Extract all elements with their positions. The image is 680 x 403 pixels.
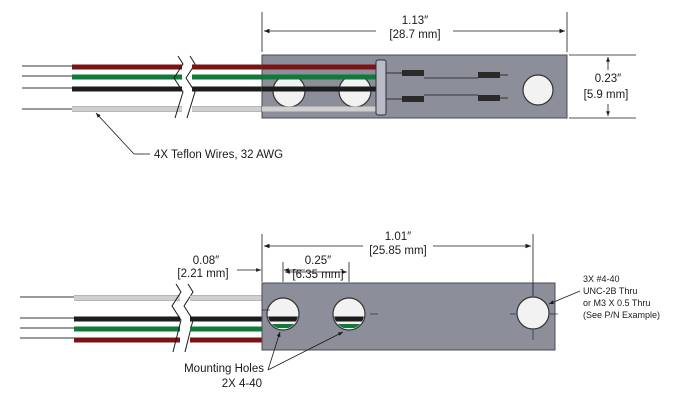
hole-span-inch-label: 1.01″ bbox=[385, 231, 411, 243]
mounting-holes-title: Mounting Holes bbox=[184, 363, 264, 375]
thru-hole-note: 3X #4-40 UNC-2B Thru or M3 X 0.5 Thru (S… bbox=[548, 274, 660, 320]
sensor-body-bottom bbox=[261, 282, 556, 351]
wire-clamp bbox=[375, 59, 387, 116]
dimension-length-top: 1.13″ [28.7 mm] bbox=[261, 12, 568, 52]
mounting-holes-callout: Mounting Holes 2X 4-40 bbox=[184, 331, 344, 390]
thru-hole-bottom bbox=[516, 296, 550, 330]
dimension-wire-offset: 0.08″ [2.21 mm] bbox=[177, 255, 305, 280]
height-inch-label: 0.23″ bbox=[595, 73, 621, 85]
dimension-hole-span: 1.01″ [25.85 mm] bbox=[264, 231, 531, 257]
wire-break-symbol bbox=[173, 55, 196, 119]
hole-center-lines bbox=[261, 234, 558, 340]
strain-gauge-left bbox=[386, 70, 478, 102]
bottom-view: 0.08″ [2.21 mm] 0.25″ [6.35 mm] 1.01″ [2… bbox=[20, 231, 660, 390]
thru-hole-top bbox=[522, 74, 554, 106]
wires-over-body bbox=[262, 64, 385, 112]
thru-hole-note-line-4: (See P/N Example) bbox=[583, 310, 660, 320]
length-inch-label: 1.13″ bbox=[402, 15, 428, 27]
length-mm-label: [28.7 mm] bbox=[389, 29, 440, 41]
thru-hole-note-line-3: or M3 X 0.5 Thru bbox=[583, 298, 650, 308]
thru-hole-note-line-1: 3X #4-40 bbox=[583, 274, 620, 284]
height-mm-label: [5.9 mm] bbox=[584, 89, 629, 101]
dimension-hole-pitch: 0.25″ [6.35 mm] bbox=[285, 255, 347, 281]
hole-pitch-mm-label: [6.35 mm] bbox=[292, 269, 343, 281]
thru-hole-note-line-2: UNC-2B Thru bbox=[583, 286, 637, 296]
top-view: 1.13″ [28.7 mm] 0.23″ [5.9 mm] 4X Teflon… bbox=[22, 12, 636, 161]
wire-offset-mm-label: [2.21 mm] bbox=[177, 268, 228, 280]
hole-pitch-inch-label: 0.25″ bbox=[305, 255, 331, 267]
wire-callout-label: 4X Teflon Wires, 32 AWG bbox=[154, 149, 283, 161]
wire-bundle-right-bottom bbox=[190, 295, 262, 343]
wire-callout: 4X Teflon Wires, 32 AWG bbox=[95, 112, 283, 161]
mounting-holes-qty: 2X 4-40 bbox=[222, 378, 262, 390]
hole-span-mm-label: [25.85 mm] bbox=[369, 245, 427, 257]
wire-offset-inch-label: 0.08″ bbox=[193, 255, 219, 267]
wire-bundle-left bbox=[22, 64, 182, 112]
strain-gauge-right bbox=[478, 72, 508, 101]
dimension-height-top: 0.23″ [5.9 mm] bbox=[569, 54, 636, 119]
wire-bundle-left-bottom bbox=[20, 295, 180, 343]
